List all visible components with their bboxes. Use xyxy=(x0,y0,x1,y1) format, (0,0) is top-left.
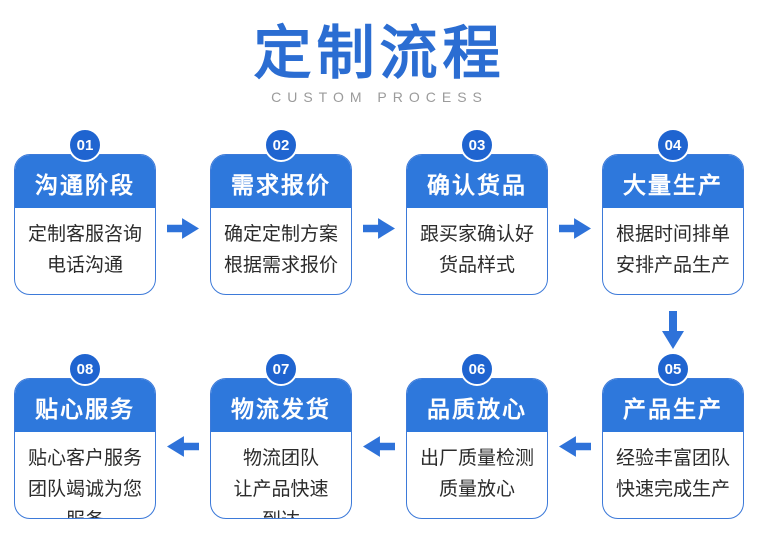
step-number: 04 xyxy=(664,136,682,154)
description-line: 确定定制方案 xyxy=(223,224,338,245)
step-number-badge: 03 xyxy=(460,128,494,162)
step-number: 03 xyxy=(468,136,486,154)
description-line: 电话沟通 xyxy=(46,255,123,276)
step-card: 沟通阶段 定制客服咨询 电话沟通 xyxy=(14,154,156,295)
step-card: 物流发货 物流团队 让产品快速 到达 xyxy=(210,378,352,519)
page-title: 定制流程 xyxy=(253,21,506,86)
step-number-badge: 08 xyxy=(68,352,102,386)
arrow-left-icon xyxy=(363,436,395,457)
process-step-01: 01 沟通阶段 定制客服咨询 电话沟通 xyxy=(14,128,156,295)
step-number: 06 xyxy=(468,360,486,378)
description-line: 贴心客户服务 xyxy=(27,448,142,469)
step-description: 根据时间排单 安排产品生产 xyxy=(603,208,743,294)
step-number: 07 xyxy=(272,360,290,378)
process-step-06: 06 品质放心 出厂质量检测 质量放心 xyxy=(406,352,548,519)
description-line: 服务 xyxy=(15,505,155,518)
arrow-right-icon xyxy=(167,218,199,239)
description-line: 经验丰富团队 xyxy=(615,448,730,469)
step-card: 贴心服务 贴心客户服务 团队竭诚为您 服务 xyxy=(14,378,156,519)
step-number: 02 xyxy=(272,136,290,154)
step-title: 品质放心 xyxy=(407,379,547,432)
step-title: 产品生产 xyxy=(603,379,743,432)
process-step-02: 02 需求报价 确定定制方案 根据需求报价 xyxy=(210,128,352,295)
step-description: 定制客服咨询 电话沟通 xyxy=(15,208,155,294)
process-step-05: 05 产品生产 经验丰富团队 快速完成生产 xyxy=(602,352,744,519)
step-number-badge: 02 xyxy=(264,128,298,162)
step-title: 物流发货 xyxy=(211,379,351,432)
arrow-right-icon xyxy=(559,218,591,239)
step-number-badge: 04 xyxy=(656,128,690,162)
step-card: 需求报价 确定定制方案 根据需求报价 xyxy=(210,154,352,295)
description-line: 质量放心 xyxy=(438,479,515,500)
description-line: 物流团队 xyxy=(242,448,319,469)
description-line: 到达 xyxy=(211,505,351,518)
step-description: 经验丰富团队 快速完成生产 xyxy=(603,432,743,518)
step-card: 品质放心 出厂质量检测 质量放心 xyxy=(406,378,548,519)
step-number: 05 xyxy=(664,360,682,378)
process-step-03: 03 确认货品 跟买家确认好 货品样式 xyxy=(406,128,548,295)
description-line: 团队竭诚为您 xyxy=(27,479,142,500)
description-line: 根据需求报价 xyxy=(223,255,338,276)
step-number: 08 xyxy=(76,360,94,378)
step-description: 确定定制方案 根据需求报价 xyxy=(211,208,351,294)
description-line: 根据时间排单 xyxy=(615,224,730,245)
step-number-badge: 06 xyxy=(460,352,494,386)
description-line: 安排产品生产 xyxy=(615,255,730,276)
description-line: 定制客服咨询 xyxy=(27,224,142,245)
arrow-right-icon xyxy=(363,218,395,239)
arrow-left-icon xyxy=(167,436,199,457)
description-line: 出厂质量检测 xyxy=(419,448,534,469)
step-number-badge: 07 xyxy=(264,352,298,386)
step-description: 物流团队 让产品快速 到达 xyxy=(211,432,351,518)
step-title: 贴心服务 xyxy=(15,379,155,432)
step-card: 大量生产 根据时间排单 安排产品生产 xyxy=(602,154,744,295)
page-subtitle: CUSTOM PROCESS xyxy=(271,89,488,105)
step-description: 贴心客户服务 团队竭诚为您 服务 xyxy=(15,432,155,518)
process-step-07: 07 物流发货 物流团队 让产品快速 到达 xyxy=(210,352,352,519)
step-title: 需求报价 xyxy=(211,155,351,208)
description-line: 跟买家确认好 xyxy=(419,224,534,245)
step-card: 产品生产 经验丰富团队 快速完成生产 xyxy=(602,378,744,519)
step-title: 大量生产 xyxy=(603,155,743,208)
step-number-badge: 05 xyxy=(656,352,690,386)
description-line: 货品样式 xyxy=(438,255,515,276)
step-title: 确认货品 xyxy=(407,155,547,208)
process-step-08: 08 贴心服务 贴心客户服务 团队竭诚为您 服务 xyxy=(14,352,156,519)
process-step-04: 04 大量生产 根据时间排单 安排产品生产 xyxy=(602,128,744,295)
description-line: 让产品快速 xyxy=(233,479,329,500)
step-number-badge: 01 xyxy=(68,128,102,162)
arrow-down-icon xyxy=(661,311,685,349)
step-description: 跟买家确认好 货品样式 xyxy=(407,208,547,294)
step-card: 确认货品 跟买家确认好 货品样式 xyxy=(406,154,548,295)
step-title: 沟通阶段 xyxy=(15,155,155,208)
arrow-left-icon xyxy=(559,436,591,457)
description-line: 快速完成生产 xyxy=(615,479,730,500)
step-number: 01 xyxy=(76,136,94,154)
step-description: 出厂质量检测 质量放心 xyxy=(407,432,547,518)
